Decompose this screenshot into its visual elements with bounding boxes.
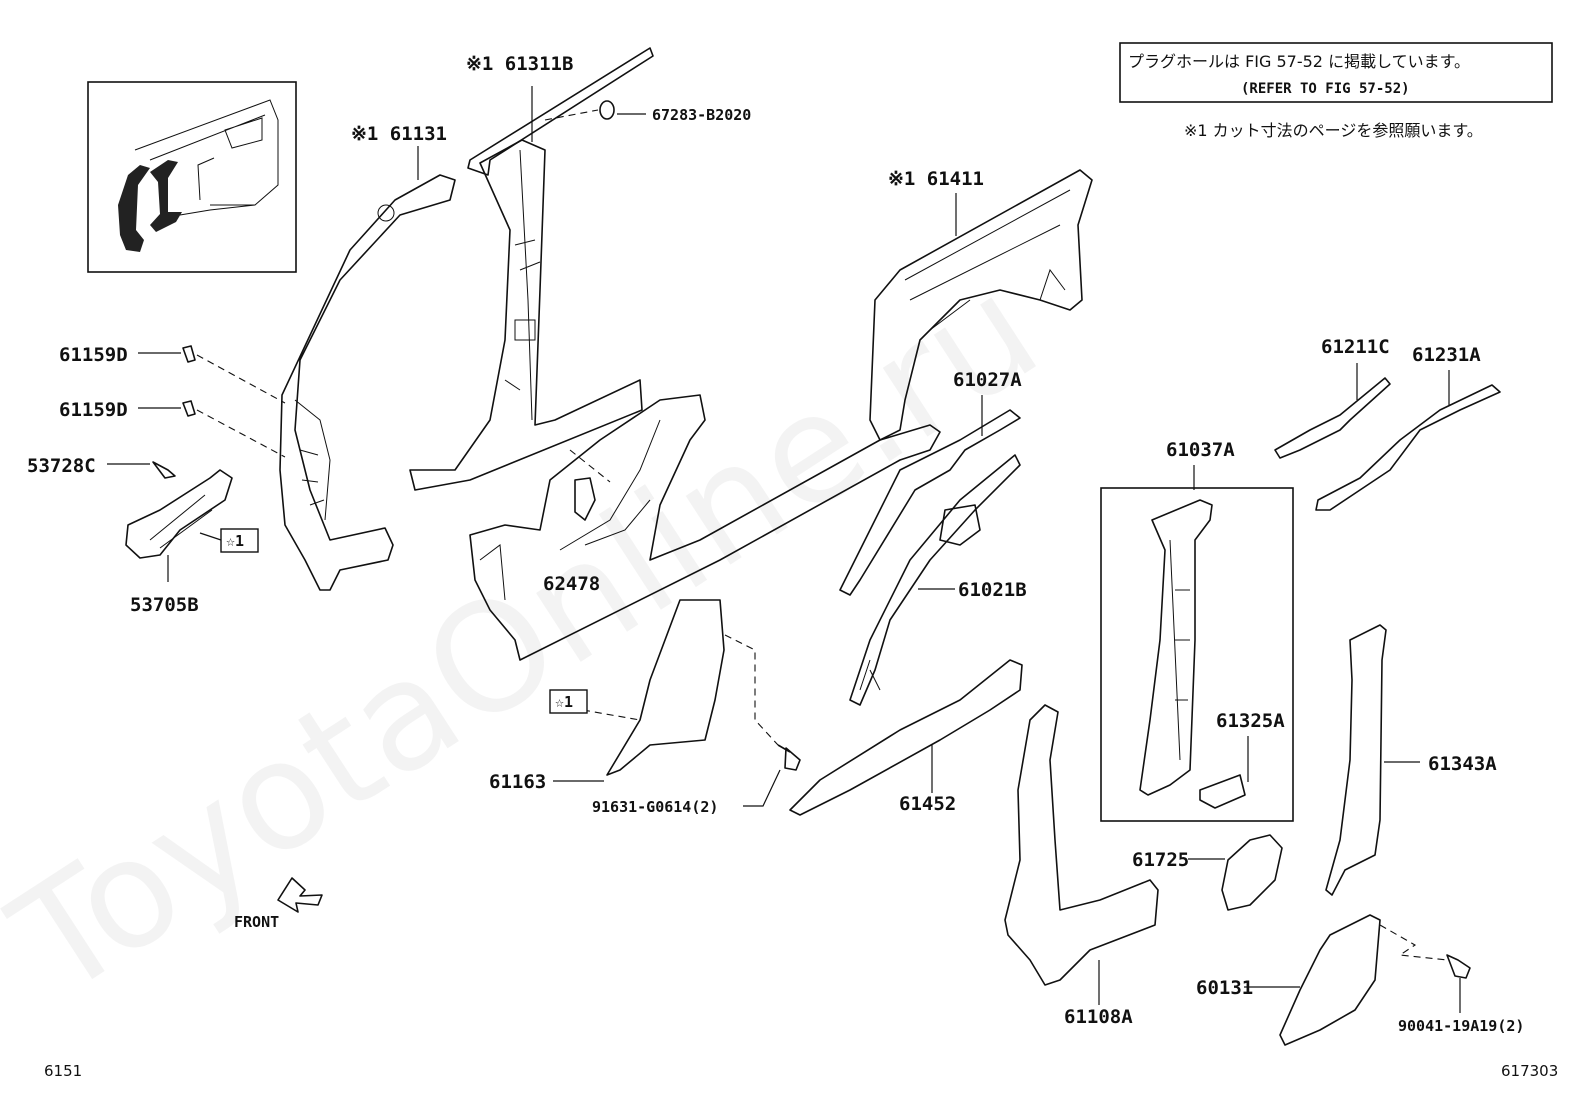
- label-61231A[interactable]: 61231A: [1412, 344, 1481, 366]
- note-line-2: (REFER TO FIG 57-52): [1241, 81, 1410, 97]
- part-61027A-drawing: [839, 409, 1021, 596]
- label-61311B[interactable]: ※1 61311B: [466, 53, 573, 75]
- clip-61159D-b-drawing: [182, 400, 196, 417]
- part-60131-drawing: [1279, 914, 1381, 1046]
- label-61211C[interactable]: 61211C: [1321, 336, 1390, 358]
- leader-lines: [107, 86, 1461, 1013]
- front-arrow: FRONT: [234, 877, 323, 931]
- part-labels: ※1 61311B 67283-B2020 ※1 61131 ※1 61411 …: [27, 53, 1524, 1035]
- label-61452[interactable]: 61452: [899, 793, 956, 815]
- part-61211C-drawing: [1274, 377, 1391, 459]
- part-61131-drawing: [279, 174, 456, 591]
- part-61163-drawing: [606, 599, 725, 776]
- part-61725-drawing: [1221, 834, 1283, 911]
- part-61411-drawing: [869, 169, 1093, 441]
- label-62478[interactable]: 62478: [543, 573, 600, 595]
- label-61108A[interactable]: 61108A: [1064, 1006, 1133, 1028]
- label-61163[interactable]: 61163: [489, 771, 546, 793]
- part-61343A-drawing: [1325, 624, 1387, 896]
- part-side-member-drawing: [469, 394, 941, 661]
- label-61131[interactable]: ※1 61131: [351, 123, 447, 145]
- label-53705B[interactable]: 53705B: [130, 594, 199, 616]
- label-67283-B2020[interactable]: 67283-B2020: [652, 106, 751, 124]
- part-61037A-group: [1100, 487, 1294, 822]
- part-53728C-drawing: [152, 461, 176, 479]
- overview-inset: [87, 81, 297, 273]
- part-61452-drawing: [789, 659, 1023, 816]
- label-61411[interactable]: ※1 61411: [888, 168, 984, 190]
- page-number-right: 617303: [1501, 1062, 1558, 1080]
- page-number-left: 6151: [44, 1062, 82, 1080]
- label-61037A[interactable]: 61037A: [1166, 439, 1235, 461]
- label-91631-G0614[interactable]: 91631-G0614(2): [592, 798, 718, 816]
- bolt-90041-drawing: [1446, 954, 1471, 979]
- plug-67283-drawing: [599, 100, 615, 120]
- svg-text:☆1: ☆1: [555, 693, 573, 711]
- label-61021B[interactable]: 61021B: [958, 579, 1027, 601]
- star-marker-1: ☆1: [199, 528, 259, 553]
- assembly-dash-lines: [196, 109, 1448, 961]
- cut-note: ※1 カット寸法のページを参照願います。: [1184, 121, 1483, 140]
- watermark: ToyotaOnline.ru: [0, 243, 1067, 1031]
- label-61725[interactable]: 61725: [1132, 849, 1189, 871]
- label-61343A[interactable]: 61343A: [1428, 753, 1497, 775]
- part-61311B-drawing: [409, 47, 654, 491]
- svg-text:☆1: ☆1: [226, 532, 244, 550]
- label-60131[interactable]: 60131: [1196, 977, 1253, 999]
- label-61159D-b[interactable]: 61159D: [59, 399, 128, 421]
- label-61159D-a[interactable]: 61159D: [59, 344, 128, 366]
- star-marker-2: ☆1: [549, 689, 588, 714]
- label-53728C[interactable]: 53728C: [27, 455, 96, 477]
- part-61231A-drawing: [1315, 384, 1501, 511]
- label-61325A[interactable]: 61325A: [1216, 710, 1285, 732]
- bolt-91631-drawing: [777, 744, 801, 771]
- note-line-1: プラグホールは FIG 57-52 に掲載しています。: [1128, 52, 1470, 71]
- note-box: プラグホールは FIG 57-52 に掲載しています。 (REFER TO FI…: [1119, 42, 1553, 103]
- part-53705B-drawing: [125, 469, 233, 559]
- part-61021B-drawing: [849, 454, 1021, 706]
- front-label: FRONT: [234, 913, 279, 931]
- label-90041-19A19[interactable]: 90041-19A19(2): [1398, 1017, 1524, 1035]
- clip-61159D-a-drawing: [182, 345, 196, 363]
- part-61108A-drawing: [1004, 704, 1159, 986]
- label-61027A[interactable]: 61027A: [953, 369, 1022, 391]
